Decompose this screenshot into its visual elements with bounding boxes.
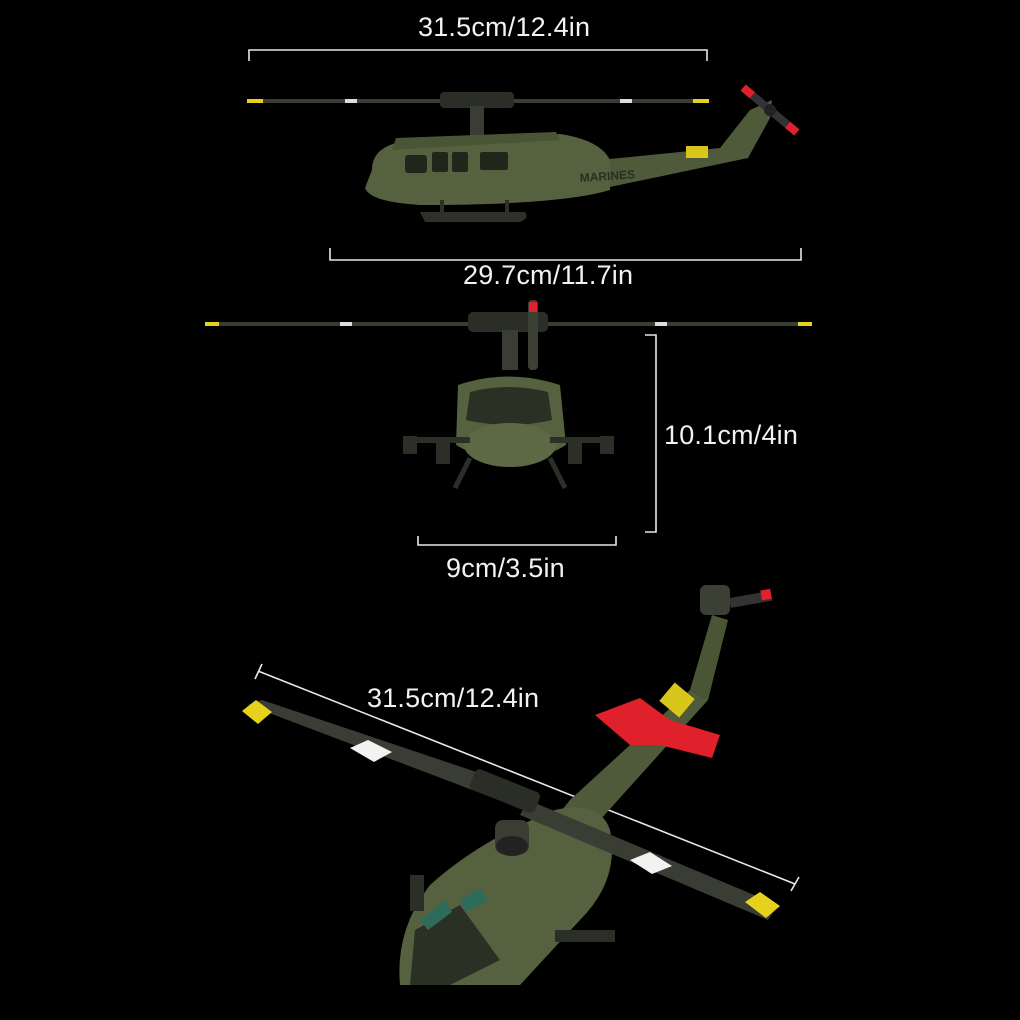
- front-height-label: 10.1cm/4in: [664, 420, 799, 450]
- top-weapon-pod: [555, 930, 615, 942]
- top-view-helicopter: [242, 585, 780, 985]
- front-width-label: 9cm/3.5in: [446, 553, 565, 583]
- top-main-rotor: [242, 700, 780, 920]
- front-height-line: [645, 334, 657, 533]
- top-rotor-head: [469, 769, 541, 813]
- side-rotor-head: [440, 92, 514, 108]
- side-length-line: [248, 49, 708, 61]
- top-rotor-line-cap-start: [254, 663, 263, 680]
- dimension-lines: [248, 49, 802, 892]
- top-tail-rotor: [700, 585, 773, 615]
- fuselage-marking-text: MARINES: [579, 167, 635, 185]
- side-body-length-line: [329, 248, 802, 261]
- side-length-label: 31.5cm/12.4in: [418, 12, 591, 42]
- top-rotor-diameter-label: 31.5cm/12.4in: [367, 683, 540, 713]
- top-rotor-line-cap-end: [790, 876, 800, 892]
- side-tail-boom: [600, 100, 772, 188]
- top-horizontal-stabilizer: [595, 698, 720, 758]
- top-rotor-line: [257, 670, 796, 885]
- front-width-line: [417, 536, 617, 546]
- side-view-helicopter: MARINES: [247, 84, 800, 222]
- side-landing-skid: [420, 212, 527, 222]
- side-body-length-label: 29.7cm/11.7in: [463, 260, 634, 290]
- front-view-helicopter: [205, 300, 812, 490]
